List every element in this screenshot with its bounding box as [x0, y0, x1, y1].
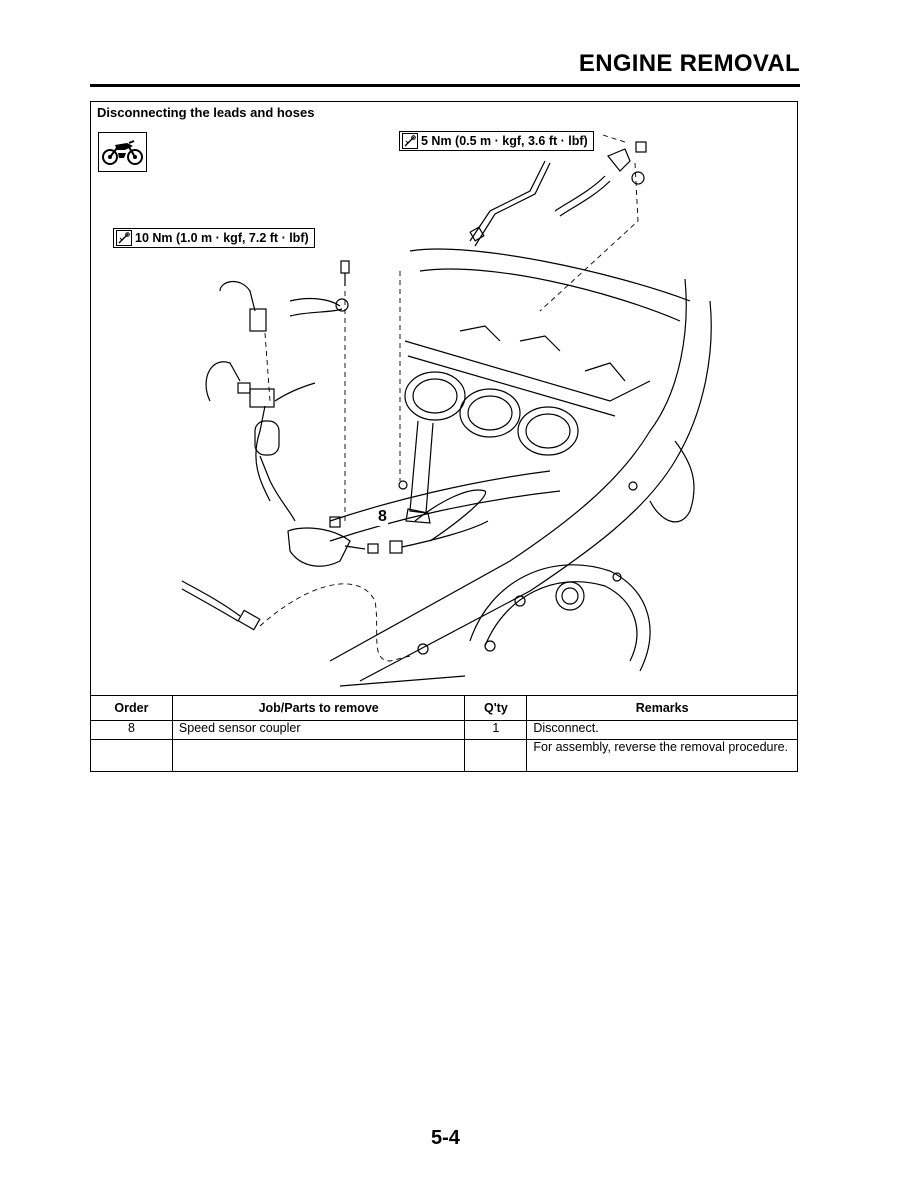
column-header: Order [90, 695, 173, 721]
torque-value: 10 Nm (1.0 m · kgf, 7.2 ft · lbf) [135, 231, 309, 245]
part-cell [171, 739, 466, 772]
qty-cell: 1 [464, 720, 528, 740]
table-row: For assembly, reverse the removal proced… [90, 739, 798, 772]
column-header: Job/Parts to remove [171, 695, 466, 721]
remarks-cell: Disconnect. [526, 720, 798, 740]
table-row: 8 Speed sensor coupler 1 Disconnect. [90, 720, 798, 740]
qty-cell [464, 739, 528, 772]
column-header: Q'ty [464, 695, 528, 721]
torque-wrench-icon [116, 230, 132, 246]
header-rule [90, 84, 800, 87]
remarks-cell: For assembly, reverse the removal proced… [526, 739, 798, 772]
torque-wrench-icon [402, 133, 418, 149]
parts-table: Order Job/Parts to remove Q'ty Remarks 8… [90, 695, 798, 772]
page-number: 5-4 [431, 1127, 460, 1149]
table-header-row: Order Job/Parts to remove Q'ty Remarks [90, 695, 798, 721]
motorcycle-icon [98, 132, 147, 172]
torque-spec-5nm: 5 Nm (0.5 m · kgf, 3.6 ft · lbf) [399, 131, 594, 151]
callout-8: 8 [377, 508, 388, 526]
torque-value: 5 Nm (0.5 m · kgf, 3.6 ft · lbf) [421, 134, 588, 148]
torque-spec-10nm: 10 Nm (1.0 m · kgf, 7.2 ft · lbf) [113, 228, 315, 248]
part-cell: Speed sensor coupler [171, 720, 466, 740]
section-heading: Disconnecting the leads and hoses [97, 105, 315, 120]
order-cell [90, 739, 173, 772]
order-cell: 8 [90, 720, 173, 740]
column-header: Remarks [526, 695, 798, 721]
page-title: ENGINE REMOVAL [578, 50, 800, 77]
engine-leads-illustration [181, 134, 712, 687]
illustration-frame: Disconnecting the leads and hoses 5 Nm (… [90, 101, 798, 772]
